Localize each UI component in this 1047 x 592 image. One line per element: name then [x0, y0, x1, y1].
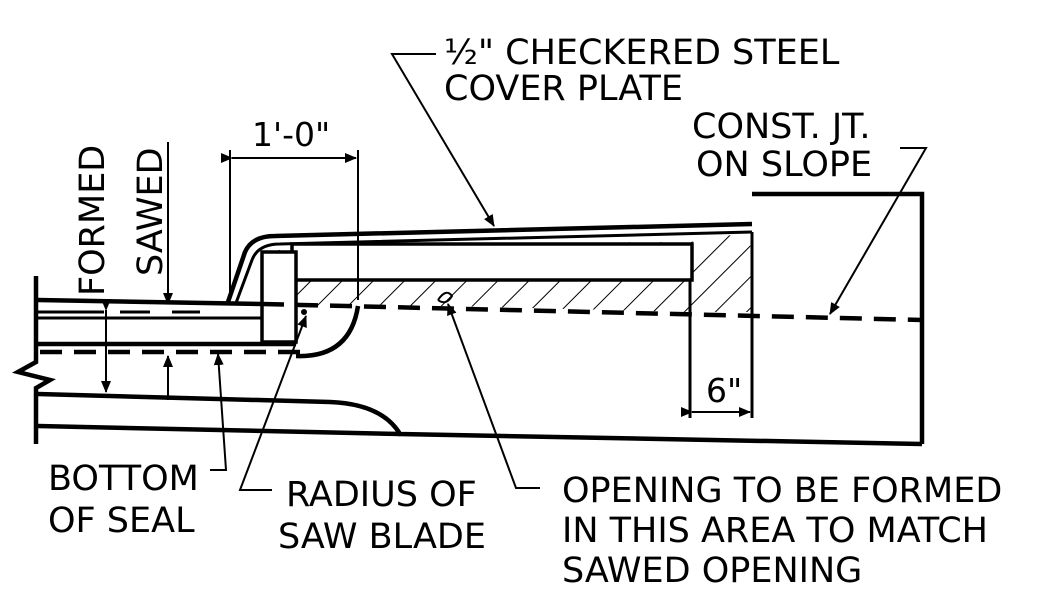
dim-label-6in: 6" [706, 371, 742, 410]
formed-label: FORMED [73, 145, 113, 296]
cover-plate-label-1: ½" CHECKERED STEEL [444, 33, 840, 73]
wall-block [752, 191, 925, 444]
saw-radius-curve [295, 305, 361, 359]
opening-dot [301, 309, 307, 315]
cover-plate-label-2: COVER PLATE [444, 69, 683, 109]
dim-label-1ft: 1'-0" [252, 115, 330, 154]
cover-plate [225, 221, 753, 303]
opening-leader [447, 303, 540, 489]
bottom-seal-leader [210, 353, 228, 471]
opening-label-3: SAWED OPENING [562, 551, 862, 591]
slab-bottom [37, 391, 923, 447]
embedded-bar [290, 242, 694, 282]
slab-top [37, 297, 263, 307]
cover-plate-leader [390, 53, 495, 227]
construction-joint-line [261, 301, 923, 323]
bottom-seal-label-2: OF SEAL [48, 501, 195, 541]
slab-base [37, 423, 401, 437]
cover-plate-inner [234, 230, 753, 304]
const-jt-label-2: ON SLOPE [696, 145, 872, 185]
radius-label-2: SAW BLADE [278, 517, 486, 557]
opening-label-2: IN THIS AREA TO MATCH [562, 511, 988, 551]
break-line [11, 276, 56, 444]
radius-label-1: RADIUS OF [286, 475, 477, 515]
embedded-post [260, 250, 298, 344]
radius-leader [238, 315, 307, 491]
bottom-seal-label-1: BOTTOM [48, 459, 199, 499]
sawed-label: SAWED [131, 147, 171, 276]
const-jt-label-1: CONST. JT. [692, 107, 871, 147]
const-jt-leader [829, 147, 928, 315]
opening-label-1: OPENING TO BE FORMED [562, 471, 1002, 511]
opening-curve [437, 291, 454, 304]
